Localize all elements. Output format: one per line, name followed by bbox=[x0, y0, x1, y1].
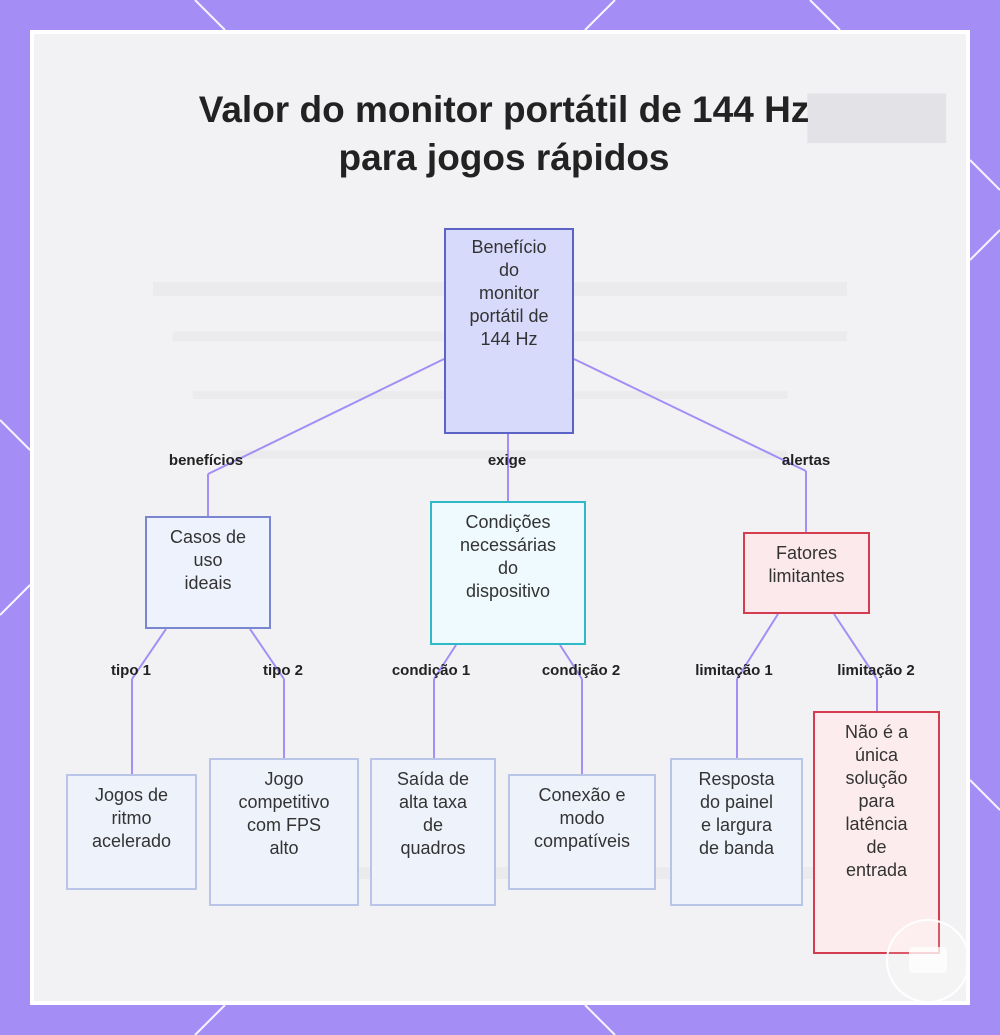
node-line: Resposta bbox=[698, 769, 775, 789]
node-line: modo bbox=[559, 808, 605, 828]
node-line: alta taxa bbox=[398, 792, 468, 812]
node-line: ideais bbox=[184, 573, 232, 593]
chat-button[interactable] bbox=[886, 919, 966, 1001]
node-line: latência bbox=[845, 814, 908, 834]
edge-beneficios bbox=[207, 358, 445, 475]
edge-label-condicao1: condição 1 bbox=[391, 662, 471, 679]
connector-lines bbox=[131, 358, 878, 774]
node-line: competitivo bbox=[238, 792, 330, 812]
node-conexao-modo: Conexão e modo compatíveis bbox=[508, 774, 656, 890]
node-line: Conexão e bbox=[538, 785, 626, 805]
node-line: alto bbox=[269, 838, 299, 858]
root-line: do bbox=[498, 260, 520, 280]
title-line-1: Valor do monitor portátil de 144 Hz bbox=[198, 89, 810, 130]
chat-bubble-icon bbox=[909, 947, 947, 973]
node-line: de bbox=[866, 837, 887, 857]
node-line: Condições bbox=[465, 512, 551, 532]
node-line: para bbox=[858, 791, 895, 811]
diagram-title: Valor do monitor portátil de 144 Hz para… bbox=[34, 86, 966, 182]
node-line: de banda bbox=[698, 838, 775, 858]
node-line: única bbox=[854, 745, 899, 765]
edge-tipo1 bbox=[131, 628, 167, 680]
root-line: portátil de bbox=[469, 306, 549, 326]
edge-condicao1 bbox=[433, 644, 457, 680]
node-line: Casos de bbox=[169, 527, 247, 547]
node-casos-de-uso: Casos de uso ideais bbox=[145, 516, 271, 629]
edge-label-limitacao2: limitação 2 bbox=[837, 662, 915, 679]
node-fatores-limitantes: Fatores limitantes bbox=[743, 532, 870, 614]
edge-label-tipo1: tipo 1 bbox=[111, 662, 151, 679]
node-line: solução bbox=[845, 768, 908, 788]
node-line: dispositivo bbox=[465, 581, 551, 601]
edge-label-alertas: alertas bbox=[781, 452, 831, 469]
edge-label-exige: exige bbox=[487, 452, 527, 469]
edge-tipo2 bbox=[249, 628, 285, 680]
edge-label-condicao2: condição 2 bbox=[541, 662, 621, 679]
node-line: Jogos de bbox=[94, 785, 169, 805]
edge-alertas bbox=[573, 358, 807, 472]
node-line: quadros bbox=[400, 838, 466, 858]
edge-label-tipo2: tipo 2 bbox=[263, 662, 303, 679]
node-resposta-painel: Resposta do painel e largura de banda bbox=[670, 758, 803, 906]
root-line: 144 Hz bbox=[480, 329, 538, 349]
node-line: Saída de bbox=[396, 769, 470, 789]
node-line: do bbox=[497, 558, 519, 578]
node-line: Fatores bbox=[775, 543, 838, 563]
node-condicoes: Condições necessárias do dispositivo bbox=[430, 501, 586, 645]
node-line: compatíveis bbox=[533, 831, 631, 851]
edge-limitacao2 bbox=[833, 613, 878, 680]
root-line: monitor bbox=[478, 283, 540, 303]
node-jogo-competitivo: Jogo competitivo com FPS alto bbox=[209, 758, 359, 906]
root-line: Benefício bbox=[471, 237, 547, 257]
edge-limitacao1 bbox=[736, 613, 779, 680]
node-line: necessárias bbox=[459, 535, 557, 555]
node-line: limitantes bbox=[768, 566, 845, 586]
edge-label-beneficios: benefícios bbox=[168, 452, 244, 469]
node-line: do painel bbox=[699, 792, 774, 812]
diagram-card: Valor do monitor portátil de 144 Hz para… bbox=[30, 30, 970, 1005]
node-nao-unica-solucao: Não é a única solução para latência de e… bbox=[813, 711, 940, 954]
node-jogos-ritmo: Jogos de ritmo acelerado bbox=[66, 774, 197, 890]
node-line: uso bbox=[193, 550, 223, 570]
edge-label-limitacao1: limitação 1 bbox=[695, 662, 773, 679]
node-line: de bbox=[422, 815, 444, 835]
node-line: entrada bbox=[845, 860, 908, 880]
node-line: acelerado bbox=[91, 831, 172, 851]
node-line: e largura bbox=[700, 815, 773, 835]
root-node: Benefício do monitor portátil de 144 Hz bbox=[444, 228, 574, 434]
edge-condicao2 bbox=[559, 644, 583, 680]
node-line: ritmo bbox=[111, 808, 152, 828]
node-line: Jogo bbox=[264, 769, 304, 789]
title-line-2: para jogos rápidos bbox=[338, 137, 670, 178]
node-line: com FPS bbox=[246, 815, 321, 835]
node-saida-quadros: Saída de alta taxa de quadros bbox=[370, 758, 496, 906]
node-line: Não é a bbox=[844, 722, 909, 742]
